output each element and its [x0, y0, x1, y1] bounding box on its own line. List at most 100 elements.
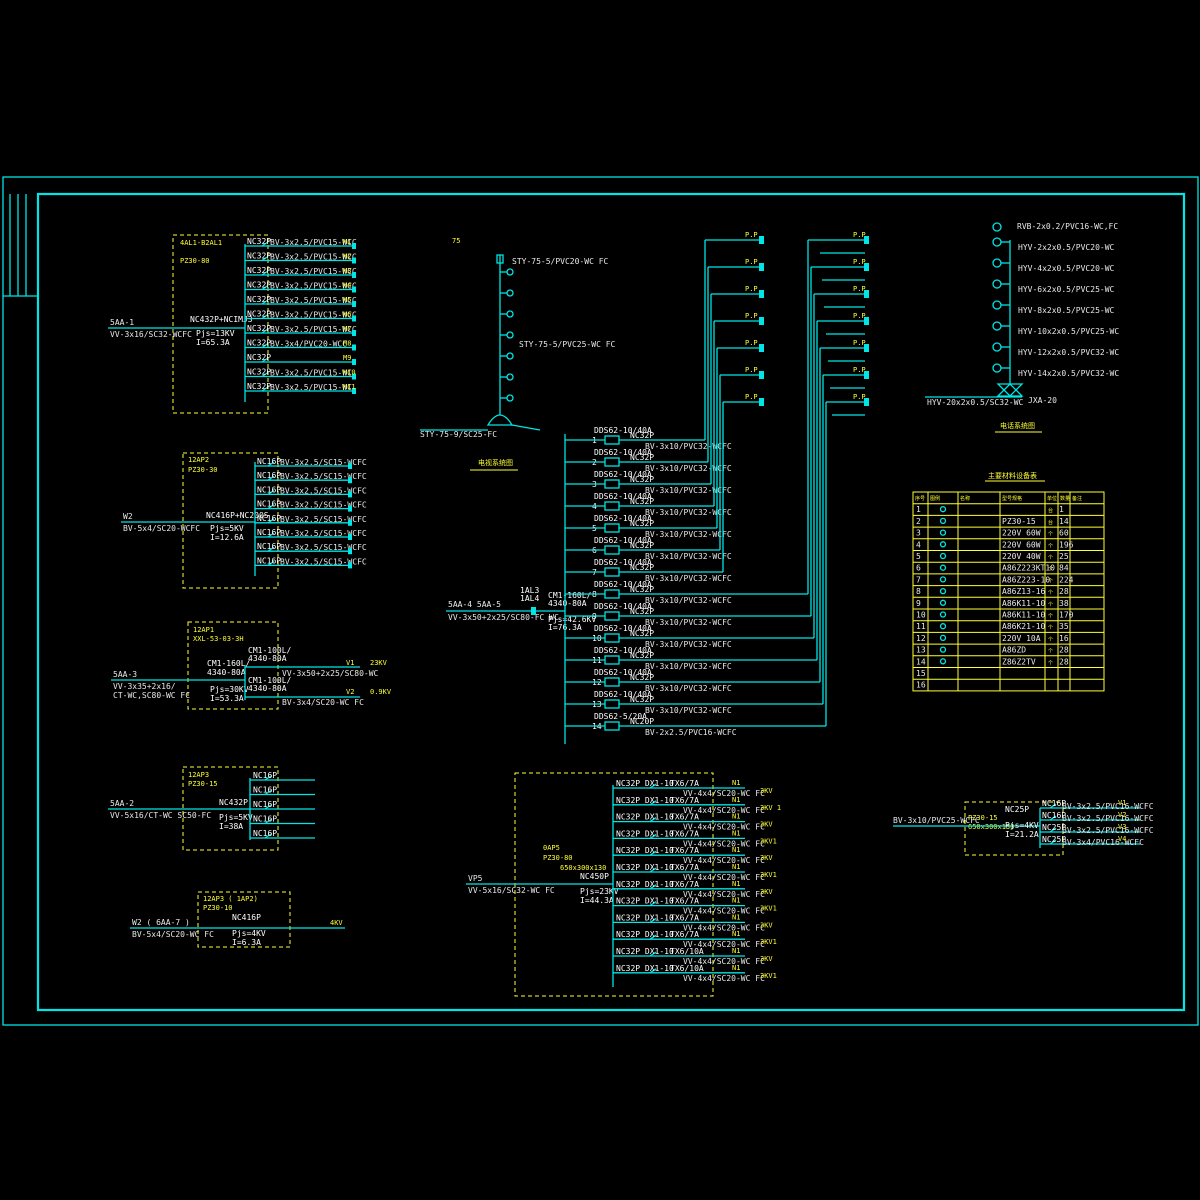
circuit-tag: N1: [732, 913, 740, 921]
panel-2-name: 12AP2: [188, 456, 209, 464]
pp-box: P.P: [824, 285, 869, 308]
circuit-tag: M3: [343, 267, 351, 275]
tv-tap: [500, 268, 514, 276]
panel-7-main-breaker: NC25P: [1005, 805, 1029, 814]
outer-frame: [2, 176, 1199, 1026]
legend-model: 220V 60W: [1002, 529, 1041, 538]
circuit-rating: TX6/10A: [670, 947, 704, 956]
circuit-rating: TX6/7A: [670, 930, 699, 939]
branch-top: DDS62-10/40A: [594, 514, 652, 523]
legend-model: A86Z223KT10: [1002, 564, 1055, 573]
branch-top: DDS62-10/40A: [594, 536, 652, 545]
legend-qty: 1: [1059, 505, 1064, 514]
legend-header: 数量: [1060, 495, 1070, 502]
circuit-breaker: NC16P: [257, 457, 281, 466]
legend-qty: 170: [1059, 611, 1074, 620]
branch-top: DDS62-5/20A: [594, 712, 647, 721]
circuit-breaker: NC32P DX1-10: [616, 813, 674, 822]
circuit-breaker: NC32P DX1-10: [616, 796, 674, 805]
branch-breaker: NC32P: [630, 673, 654, 682]
branch-cable: BV-3x10/PVC32-WCFC: [645, 574, 732, 583]
panel-6: 0AP5 PZ30-80 650x300x130 VP5 VV-5x16/SC3…: [466, 772, 781, 997]
legend-header: 型号规格: [1002, 495, 1022, 502]
phone-outlet: HYV-6x2x0.5/PVC25-WC: [992, 279, 1115, 294]
circuit-breaker: NC32P DX1-10: [616, 846, 674, 855]
pp-label: P.P: [745, 231, 758, 239]
branch-top: DDS62-10/40A: [594, 624, 652, 633]
legend-num: 1: [916, 505, 921, 514]
circuit-rating: TX6/7A: [670, 897, 699, 906]
circuit-breaker: NC16P: [257, 485, 281, 494]
circuit-kw: 3KV1: [760, 871, 777, 879]
circuit-breaker: NC16P: [257, 528, 281, 537]
phone-cable: HYV-10x2x0.5/PVC25-WC: [1018, 327, 1119, 336]
panel-3-cable-2: CT-WC,SC80-WC FC: [113, 691, 190, 700]
circuit-cable: VV-4x4/SC20-WC FC: [683, 789, 765, 798]
circuit-cable: VV-4x4/SC20-WC FC: [683, 856, 765, 865]
legend-header: 图例: [930, 495, 940, 502]
circuit-cable: BV-3x2.5/PVC15-WCC: [270, 311, 357, 320]
legend-qty: 28: [1059, 587, 1069, 596]
circuit-breaker: NC32P DX1-10: [616, 829, 674, 838]
branch-top: DDS62-10/40A: [594, 580, 652, 589]
pp-label: P.P: [745, 366, 758, 374]
circuit-breaker: NC32P: [247, 324, 271, 333]
phone-cable: HYV-2x2x0.5/PVC20-WC: [1018, 243, 1115, 252]
circuit-cable: BV-3x2.5/SC15-WCFC: [280, 557, 367, 566]
pp-box: P.P: [832, 393, 869, 416]
circuit-breaker: NC32P: [247, 237, 271, 246]
branch-breaker: NC32P: [630, 519, 654, 528]
branch-cable: BV-3x10/PVC32-WCFC: [645, 684, 732, 693]
circuit-cable: VV-4x4/SC20-WC FC: [683, 923, 765, 932]
riser-system: 5AA-4 5AA-5 VV-3x50+2x25/SC80-FC WC 1AL3…: [446, 231, 869, 744]
circuit-breaker: NC16P: [1042, 799, 1066, 808]
circuit-cable: BV-3x4/PVC16-WCFC: [1062, 838, 1144, 847]
circuit-tag: M8: [343, 340, 351, 348]
pp-label: P.P: [853, 231, 866, 239]
riser-tag-2: 1AL4: [520, 594, 539, 603]
branch-breaker: NC20P: [630, 717, 654, 726]
circuit-cable: BV-3x2.5/PVC15-WCC: [270, 296, 357, 305]
tv-title: 电视系统图: [478, 458, 513, 467]
branch-cable: BV-3x10/PVC32-WCFC: [645, 486, 732, 495]
pp-label: P.P: [745, 285, 758, 293]
legend-unit: 个: [1048, 532, 1053, 538]
circuit-breaker: NC16P: [257, 514, 281, 523]
circuit-breaker: NC32P: [247, 295, 271, 304]
circuit-cable: BV-3x2.5/SC15-WCFC: [280, 501, 367, 510]
panel-1-pjs: Pjs=13KV: [196, 329, 235, 338]
branch-breaker: NC32P: [630, 541, 654, 550]
tv-tap: [500, 373, 514, 381]
circuit-cable: VV-4x4/SC20-WC FC: [683, 907, 765, 916]
pp-box: P.P: [822, 258, 869, 281]
legend-header: 名称: [960, 495, 970, 502]
panel-2-main-breaker: NC416P+NC200S: [206, 511, 269, 520]
panel-7: PZ30-15 650x300x130 BV-3x10/PVC25-WCFC N…: [893, 799, 1154, 856]
panel-6-main-breaker: NC450P: [580, 872, 609, 881]
pp-label: P.P: [745, 339, 758, 347]
branch-top: DDS62-10/40A: [594, 668, 652, 677]
legend-model: A86Z13-16: [1002, 587, 1046, 596]
circuit-tag: N1: [732, 930, 740, 938]
circuit-breaker: NC32P: [247, 281, 271, 290]
panel-5-kw: 4KV: [330, 919, 343, 927]
pp-label: P.P: [853, 366, 866, 374]
branch-top: DDS62-10/40A: [594, 448, 652, 457]
